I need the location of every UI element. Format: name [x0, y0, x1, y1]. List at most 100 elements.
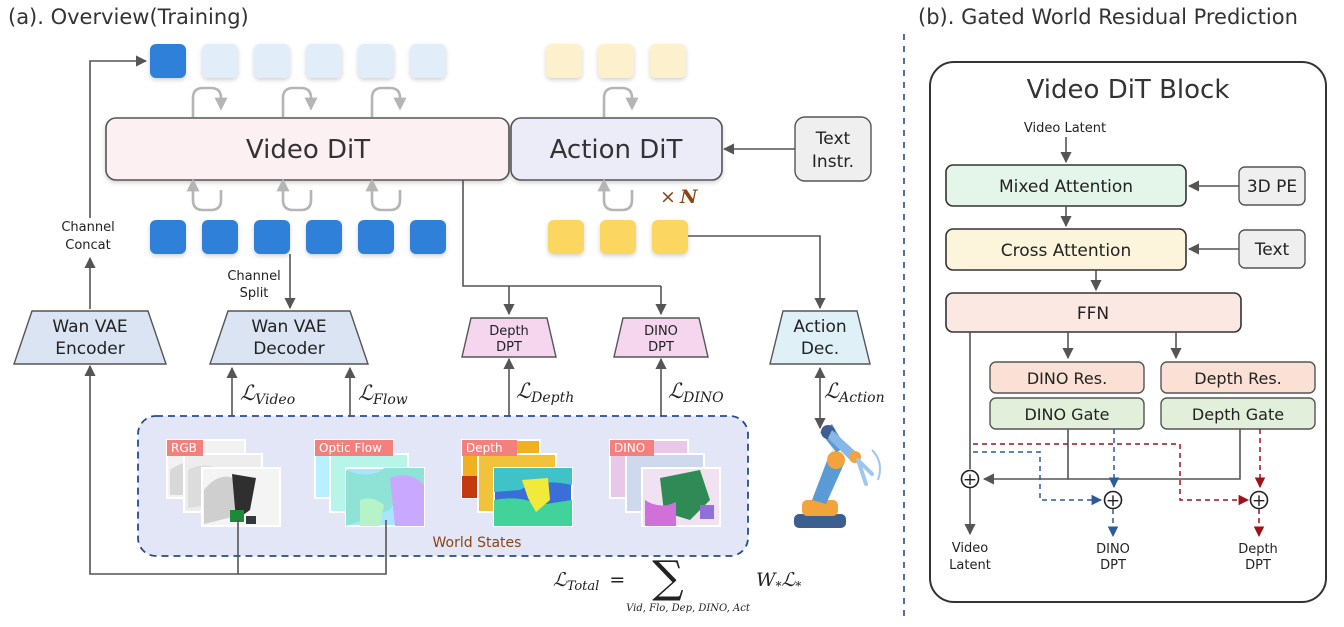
dino-sum-symbol: +	[1106, 491, 1120, 511]
action-token	[652, 220, 688, 254]
dino-loss-label: ℒDINO	[668, 379, 724, 406]
optic-flow-tag-label: Optic Flow	[319, 441, 382, 455]
wan-vae-decoder-label: Decoder	[253, 339, 325, 359]
world-states-label: World States	[433, 535, 522, 551]
video-token-latent	[306, 220, 342, 254]
channel-split-label: Channel	[227, 269, 280, 284]
text-condition-label: Text	[1254, 240, 1290, 260]
action-token-to-decoder-arrow	[688, 235, 826, 310]
overview-title: (a). Overview(Training)	[8, 5, 249, 29]
video-token-latent	[202, 220, 238, 254]
text-instruction-label: Text	[815, 129, 851, 149]
gated-title: (b). Gated World Residual Prediction	[918, 5, 1298, 29]
3d-pe-label: 3D PE	[1247, 177, 1297, 197]
rgb-to-encoder-arrow	[84, 364, 239, 575]
action-dit-box	[510, 117, 723, 181]
top-video-tokens	[150, 44, 446, 78]
depth-sum-node	[1249, 490, 1269, 510]
action-decoder-label: Dec.	[801, 339, 839, 359]
dino-tag-label: DINO	[614, 441, 645, 455]
bottom-loop-arrows	[186, 178, 634, 212]
depth-output-label: Depth	[1238, 542, 1278, 557]
video-output-label: Video	[952, 541, 988, 556]
total-loss-lhs: ℒTotal=	[553, 569, 625, 594]
video-dit-feature-line	[462, 180, 661, 287]
depth-sum-symbol: +	[1252, 491, 1266, 511]
dino-frames	[609, 439, 721, 527]
action-token-noisy	[546, 44, 582, 78]
depth-dpt-label: DPT	[496, 340, 522, 355]
flow-to-encoder-line	[238, 520, 387, 575]
action-token	[548, 220, 584, 254]
depth-loss-label: ℒDepth	[516, 379, 574, 406]
dino-output-label: DPT	[1100, 558, 1126, 573]
action-decoder	[769, 310, 871, 365]
optic-flow-tag	[315, 440, 393, 456]
video-token-latent	[358, 220, 394, 254]
video-sum-node	[960, 469, 980, 489]
depth-output-label: DPT	[1245, 558, 1271, 573]
dino-feature-branch	[973, 451, 1103, 506]
top-loop-arrows	[191, 86, 639, 117]
dino-res-box	[989, 361, 1145, 394]
rgb-frames	[166, 439, 281, 527]
action-loss-label: ℒAction	[824, 379, 885, 406]
total-loss-sum-sub: Vid, Flo, Dep, DINO, Act	[626, 603, 751, 614]
action-decoder-label: Action	[793, 317, 846, 337]
wan-vae-encoder	[13, 310, 167, 365]
video-token-noisy	[410, 44, 446, 78]
bottom-action-tokens	[548, 220, 688, 254]
channel-split-label: Split	[240, 286, 269, 301]
robot-arm-icon	[794, 424, 881, 528]
bottom-video-tokens	[150, 220, 446, 254]
wan-vae-decoder-label: Wan VAE	[251, 317, 326, 337]
depth-tag	[462, 440, 517, 456]
action-token-noisy	[598, 44, 634, 78]
total-loss-sum: ∑	[652, 552, 683, 603]
cross-attention-label: Cross Attention	[1001, 241, 1131, 261]
video-token-conditioned	[150, 44, 186, 78]
dino-dpt-head	[613, 317, 709, 358]
flow-loss-label: ℒFlow	[358, 381, 408, 408]
video-dit-label: Video DiT	[246, 135, 370, 165]
dino-output-label: DINO	[1096, 542, 1130, 557]
depth-res-label: Depth Res.	[1194, 369, 1281, 388]
cross-attention-box	[945, 228, 1187, 271]
video-dit-box	[105, 117, 510, 181]
channel-concat-label: Concat	[65, 238, 110, 253]
repeat-n-label: N	[679, 186, 698, 208]
repeat-times-symbol: ×	[660, 186, 676, 208]
video-token-noisy	[254, 44, 290, 78]
dino-res-label: DINO Res.	[1027, 369, 1107, 388]
depth-gate-box	[1160, 397, 1316, 430]
video-token-noisy	[306, 44, 342, 78]
wan-vae-decoder	[209, 310, 369, 365]
depth-frames	[461, 439, 573, 527]
video-output-label: Latent	[949, 558, 991, 573]
dino-gate-box	[989, 397, 1145, 430]
action-token	[600, 220, 636, 254]
ffn-box	[945, 292, 1242, 333]
text-instruction-label: Instr.	[812, 152, 854, 172]
video-sum-symbol: +	[963, 470, 977, 490]
depth-tag-label: Depth	[466, 441, 503, 455]
total-loss-rhs: W*ℒ*	[756, 569, 801, 593]
rgb-tag	[167, 440, 203, 456]
world-states-container	[137, 415, 749, 557]
dino-dpt-label: DINO	[644, 324, 678, 339]
top-action-tokens	[546, 44, 686, 78]
depth-feature-branch	[973, 443, 1250, 506]
concat-to-token-arrow	[89, 55, 148, 218]
mixed-attention-label: Mixed Attention	[999, 177, 1133, 197]
channel-concat-label: Channel	[61, 220, 114, 235]
depth-dpt-label: Depth	[489, 324, 529, 339]
wan-vae-encoder-label: Wan VAE	[52, 317, 127, 337]
video-loss-label: ℒVideo	[240, 381, 295, 408]
dino-dpt-label: DPT	[648, 340, 674, 355]
wan-vae-encoder-label: Encoder	[55, 339, 125, 359]
video-token-latent	[150, 220, 186, 254]
video-token-noisy	[358, 44, 394, 78]
video-dit-block-title: Video DiT Block	[1027, 75, 1230, 105]
video-token-latent	[410, 220, 446, 254]
